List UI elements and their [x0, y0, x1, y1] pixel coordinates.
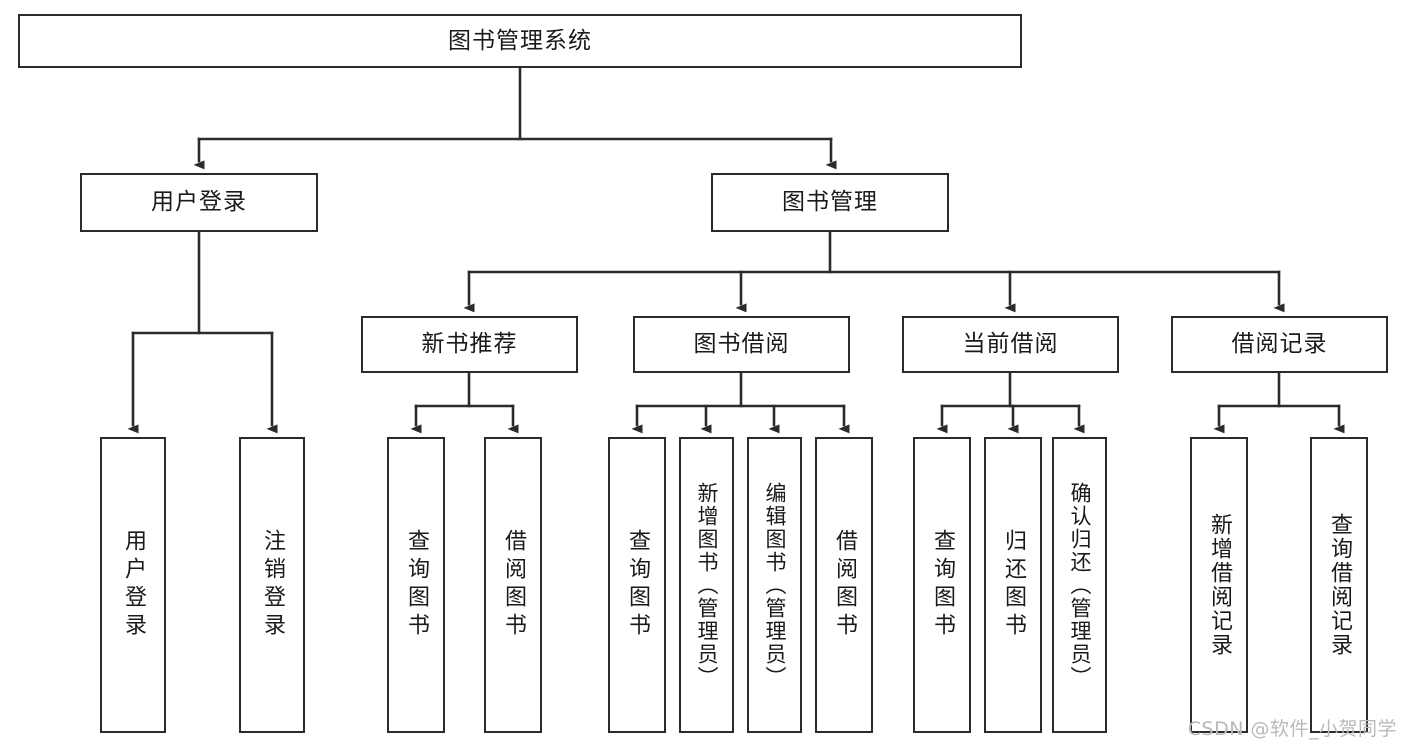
node-leaf-return-book-label: 归还图书	[1001, 529, 1026, 641]
node-leaf-user-login[interactable]: 用户登录	[100, 437, 166, 733]
node-current-borrow-label: 当前借阅	[962, 331, 1059, 357]
node-leaf-user-logout-label: 注销登录	[260, 529, 285, 641]
node-leaf-query-record-label: 查询借阅记录	[1327, 513, 1352, 657]
node-leaf-return-book[interactable]: 归还图书	[984, 437, 1042, 733]
node-book-manage[interactable]: 图书管理	[711, 173, 949, 232]
node-user-login-label: 用户登录	[151, 189, 247, 215]
node-leaf-query-book-1[interactable]: 查询图书	[387, 437, 445, 733]
node-leaf-edit-book-label: 编辑图书（管理员）	[763, 481, 787, 689]
node-leaf-borrow-book-1[interactable]: 借阅图书	[484, 437, 542, 733]
node-borrow-record-label: 借阅记录	[1231, 331, 1328, 357]
node-new-book-rec-label: 新书推荐	[421, 331, 518, 357]
node-leaf-query-record[interactable]: 查询借阅记录	[1310, 437, 1368, 733]
node-leaf-user-login-label: 用户登录	[121, 529, 146, 641]
node-leaf-query-book-1-label: 查询图书	[404, 529, 429, 641]
node-leaf-edit-book[interactable]: 编辑图书（管理员）	[747, 437, 802, 733]
node-leaf-add-record-label: 新增借阅记录	[1207, 513, 1232, 657]
node-root[interactable]: 图书管理系统	[18, 14, 1022, 68]
node-current-borrow[interactable]: 当前借阅	[902, 316, 1119, 373]
node-leaf-add-book-label: 新增图书（管理员）	[695, 481, 719, 689]
node-leaf-add-book[interactable]: 新增图书（管理员）	[679, 437, 734, 733]
node-leaf-query-book-2[interactable]: 查询图书	[608, 437, 666, 733]
node-leaf-borrow-book-1-label: 借阅图书	[501, 529, 526, 641]
node-leaf-query-book-2-label: 查询图书	[625, 529, 650, 641]
node-leaf-user-logout[interactable]: 注销登录	[239, 437, 305, 733]
node-leaf-add-record[interactable]: 新增借阅记录	[1190, 437, 1248, 733]
node-book-borrow[interactable]: 图书借阅	[633, 316, 850, 373]
node-leaf-borrow-book-2-label: 借阅图书	[832, 529, 857, 641]
node-leaf-query-book-3-label: 查询图书	[930, 529, 955, 641]
node-book-borrow-label: 图书借阅	[693, 331, 790, 357]
node-borrow-record[interactable]: 借阅记录	[1171, 316, 1388, 373]
node-leaf-borrow-book-2[interactable]: 借阅图书	[815, 437, 873, 733]
node-book-manage-label: 图书管理	[782, 189, 878, 215]
node-root-label: 图书管理系统	[448, 27, 592, 54]
node-leaf-confirm-return-label: 确认归还（管理员）	[1068, 481, 1092, 689]
node-new-book-rec[interactable]: 新书推荐	[361, 316, 578, 373]
node-leaf-query-book-3[interactable]: 查询图书	[913, 437, 971, 733]
node-user-login[interactable]: 用户登录	[80, 173, 318, 232]
node-leaf-confirm-return[interactable]: 确认归还（管理员）	[1052, 437, 1107, 733]
